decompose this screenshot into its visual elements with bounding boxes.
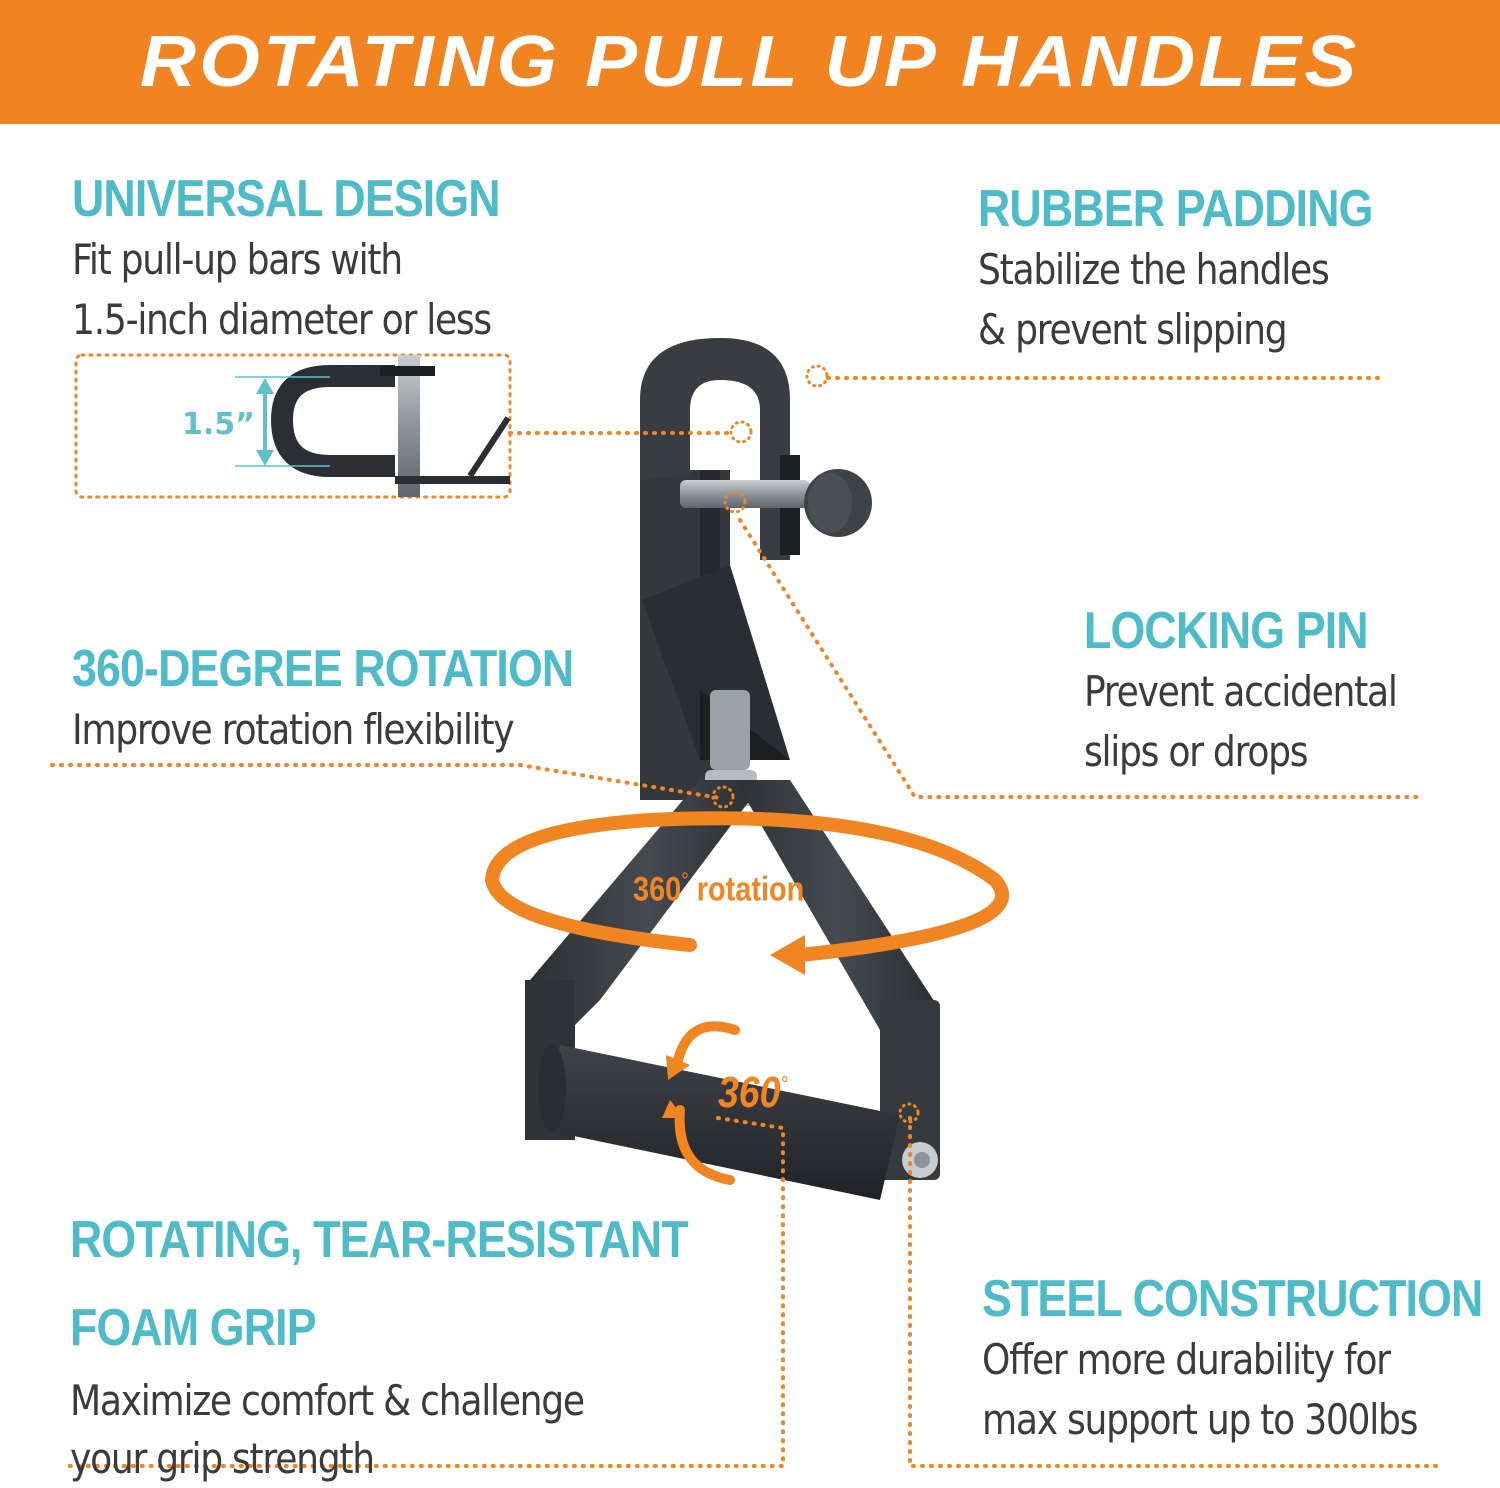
swivel-rotation-label: 360° rotation: [633, 868, 804, 909]
diameter-label: 1.5”: [182, 407, 255, 442]
leader-steel: [908, 1116, 1442, 1468]
feature-rubber-padding: RUBBER PADDING Stabilize the handles & p…: [978, 178, 1437, 360]
grip-rotation-label: 360°: [718, 1068, 788, 1118]
feature-title: RUBBER PADDING: [978, 180, 1373, 238]
feature-description: Prevent accidental slips or drops: [1084, 667, 1398, 776]
leader-rotation: [50, 763, 722, 800]
grip-rotation-number: 360: [718, 1068, 781, 1117]
handle-illustration: [525, 338, 940, 1200]
feature-locking-pin: LOCKING PIN Prevent accidental slips or …: [1084, 600, 1448, 782]
degree-symbol: °: [780, 1071, 788, 1097]
feature-steel-construction: STEEL CONSTRUCTION Offer more durability…: [982, 1268, 1500, 1450]
swivel-rotation-number: 360: [633, 870, 682, 909]
feature-description: Stabilize the handles & prevent slipping: [978, 245, 1330, 354]
feature-360-rotation: 360-DEGREE ROTATION Improve rotation fle…: [72, 638, 655, 760]
leader-locking-pin: [738, 518, 1424, 799]
feature-description: Fit pull-up bars with 1.5-inch diameter …: [72, 235, 492, 344]
feature-universal-design: UNIVERSAL DESIGN Fit pull-up bars with 1…: [72, 168, 569, 350]
feature-title: LOCKING PIN: [1084, 602, 1369, 660]
feature-description: Maximize comfort & challenge your grip s…: [70, 1376, 585, 1483]
grip-rotation-arrow-icon: [662, 1021, 740, 1185]
feature-title: ROTATING, TEAR-RESISTANT FOAM GRIP: [70, 1211, 689, 1357]
feature-title: 360-DEGREE ROTATION: [72, 640, 574, 698]
inset-bar-diagram: [74, 353, 512, 499]
feature-title: UNIVERSAL DESIGN: [72, 170, 501, 228]
feature-title: STEEL CONSTRUCTION: [982, 1270, 1483, 1328]
degree-symbol: °: [681, 868, 689, 893]
leader-lines: [50, 376, 1442, 1468]
feature-description: Offer more durability for max support up…: [982, 1335, 1418, 1444]
feature-description: Improve rotation flexibility: [72, 705, 515, 754]
feature-foam-grip: ROTATING, TEAR-RESISTANT FOAM GRIP Maxim…: [70, 1196, 788, 1488]
page-title: ROTATING PULL UP HANDLES: [140, 22, 1360, 102]
swivel-rotation-arrow-icon: [484, 811, 1009, 975]
swivel-rotation-word: rotation: [696, 870, 805, 909]
callout-target-icons: [711, 364, 920, 1124]
leader-foam-grip: [60, 1116, 785, 1468]
header-banner: ROTATING PULL UP HANDLES: [0, 0, 1500, 124]
